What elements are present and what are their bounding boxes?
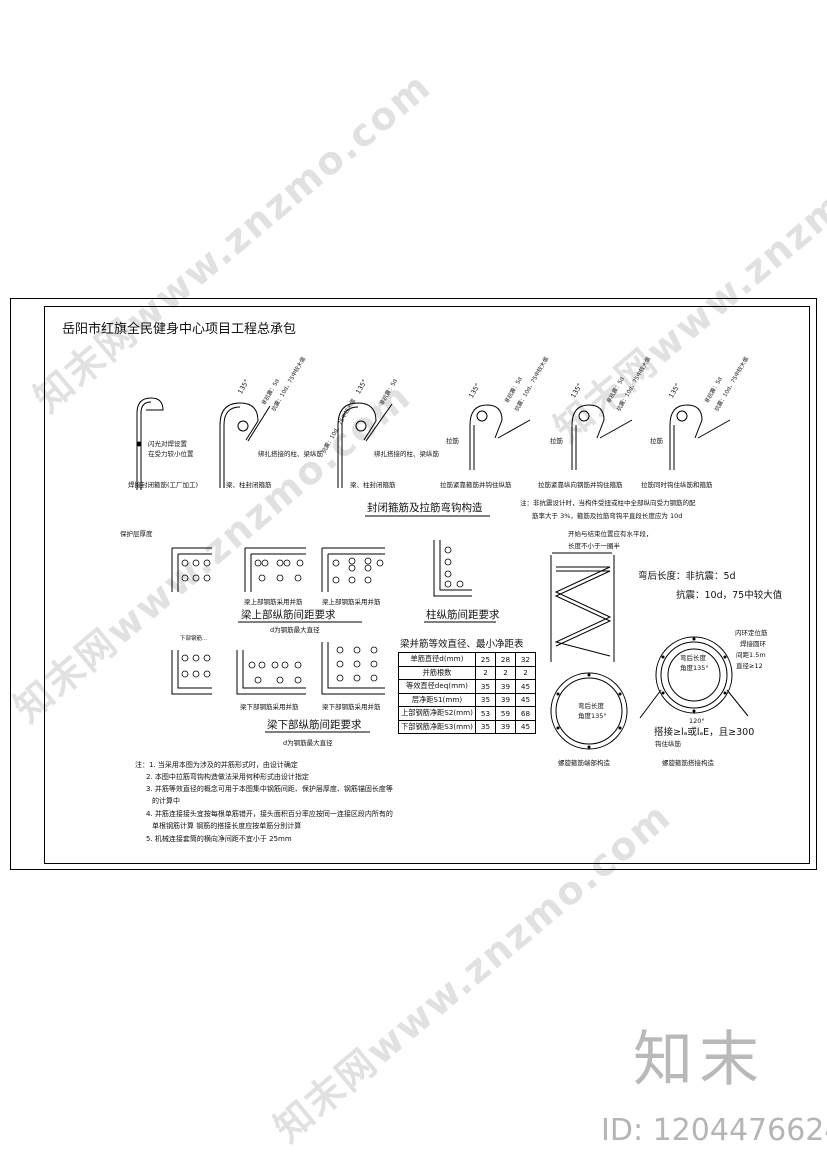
table-cell-label: 上部钢筋净距S2(mm)	[398, 706, 476, 721]
note-line-6: 单根钢筋计算 钢筋的搭接长度应按单筋分别计算	[152, 822, 302, 830]
table-cell: 45	[515, 692, 536, 707]
hook5-side: 拉筋	[650, 437, 663, 445]
note-line-7: 5. 机械连接套筒的横向净间距不宜小于 25mm	[146, 835, 292, 843]
table-cell: 2	[495, 665, 516, 680]
spiral-top-label: 开始与结束位置应有水平段，	[568, 530, 653, 538]
table-cell: 35	[475, 719, 496, 734]
image-id: ID: 1204476624	[601, 1113, 827, 1148]
circle2-angle: 角度135°	[680, 664, 709, 672]
circle2-note3: 间距1.5m	[736, 651, 766, 659]
section-title-beam-top: 梁上部纵筋间距要求	[241, 609, 336, 621]
table-cell: 68	[515, 706, 536, 721]
section-title-beam-bottom: 梁下部纵筋间距要求	[267, 719, 362, 731]
hook1-side: 绑扎搭接的柱、梁纵筋	[258, 450, 323, 458]
section-title-column: 柱纵筋间距要求	[426, 609, 500, 621]
table-cell: 39	[495, 692, 516, 707]
table-cell: 2	[515, 665, 536, 680]
table-cell-label: 层净距S1(mm)	[398, 692, 476, 707]
table-cell: 45	[515, 679, 536, 694]
note-line-4: 的计算中	[152, 797, 180, 805]
spiral-hook-len2: 抗震：10d，75中较大值	[676, 590, 783, 601]
beam-bottom-sub2: 梁下部钢筋采用并筋	[322, 703, 381, 711]
hook1-label: 梁、柱封闭箍筋	[226, 481, 272, 489]
table-cell-label: 等效直径deq(mm)	[398, 679, 476, 694]
table-cell: 45	[515, 719, 536, 734]
note-line-3: 3. 并筋等效直径的概念可用于本图集中钢筋间距、保护层厚度、钢筋锚固长度等	[146, 785, 393, 793]
table-cell: 59	[495, 706, 516, 721]
beam-bottom-tag: 下部钢筋...	[180, 636, 208, 642]
sheet-inner-border	[44, 306, 810, 864]
hook2-side: 绑扎搭接的柱、梁纵筋	[374, 450, 439, 458]
table-cell: 32	[515, 652, 536, 667]
circle2-caption: 螺旋箍筋搭接构造	[662, 759, 714, 767]
table-cell: 25	[475, 652, 496, 667]
hook3-label: 拉筋紧靠箍筋并钩住纵筋	[440, 481, 512, 489]
beam-bottom-caption: d为钢筋最大直径	[283, 739, 333, 747]
note-line-2: 2. 本图中拉筋弯钩构造做法采用何种形式由设计指定	[146, 773, 309, 781]
circle1-caption: 螺旋箍筋端部构造	[558, 759, 610, 767]
circle1-text: 弯后长度	[578, 702, 604, 710]
hook0-note1: 闪光对焊设置	[148, 440, 187, 448]
lap-hook: 钩住纵筋	[655, 740, 681, 748]
hook4-side: 拉筋	[550, 437, 563, 445]
brand-logo: 知末	[633, 1025, 765, 1095]
table-cell: 39	[495, 679, 516, 694]
sheet-outer-border	[10, 298, 817, 870]
table-cell: 35	[475, 692, 496, 707]
table-cell: 35	[475, 679, 496, 694]
table-title: 梁并筋等效直径、最小净距表	[400, 639, 524, 650]
hook2-label: 梁、柱封闭箍筋	[350, 481, 396, 489]
hook4-label: 拉筋紧靠纵向钢筋并钩住箍筋	[538, 481, 623, 489]
hook-note-2: 筋率大于 3%，箍筋及拉筋弯钩平直段长度应为 10d	[532, 512, 683, 520]
circle2-note2: 焊接圆环	[740, 640, 766, 648]
hook3-side: 拉筋	[446, 437, 459, 445]
table-cell: 28	[495, 652, 516, 667]
beam-bottom-sub1: 梁下部钢筋采用并筋	[240, 703, 299, 711]
table-cell-label: 下部钢筋净距S3(mm)	[398, 719, 476, 734]
hook5-label: 拉筋同时钩住纵筋和箍筋	[641, 481, 713, 489]
table-cell: 39	[495, 719, 516, 734]
table-cell-label: 并筋根数	[398, 665, 476, 680]
spiral-top-label2: 长度不小于一圈半	[568, 542, 620, 550]
table-cell-label: 单筋直径d(mm)	[398, 652, 476, 667]
table-cell: 2	[475, 665, 496, 680]
circle1-angle: 角度135°	[578, 712, 607, 720]
beam-top-sub2: 梁上部钢筋采用并筋	[322, 598, 381, 606]
circle2-note1: 内环定位筋	[735, 629, 768, 637]
section-title-hook: 封闭箍筋及拉筋弯钩构造	[367, 502, 483, 514]
circle2-text: 弯后长度	[680, 654, 706, 662]
hook0-label: 焊接封闭箍筋(工厂加工)	[128, 481, 199, 489]
circle2-angle120: 120°	[689, 717, 705, 725]
lap-length: 搭接≥lₐ或lₐE，且≥300	[654, 727, 755, 738]
beam-top-caption: d为钢筋最大直径	[270, 626, 320, 634]
note-line-1: 注：1. 当采用本图为涉及的并筋形式时，由设计确定	[135, 761, 298, 769]
drawing-title: 岳阳市红旗全民健身中心项目工程总承包	[62, 322, 297, 337]
table-cell: 53	[475, 706, 496, 721]
beam-top-sub1: 梁上部钢筋采用并筋	[244, 598, 303, 606]
note-line-5: 4. 并筋连接接头宜按每根单筋错开，接头面积百分率应按同一连接区段内所有的	[146, 810, 393, 818]
hook-note-1: 注：非抗震设计时，当构件受扭或柱中全部纵向受力钢筋的配	[520, 499, 696, 507]
protect-layer-label: 保护层厚度	[120, 530, 153, 538]
hook0-note2: 在受力较小位置	[148, 450, 194, 458]
circle2-note4: 直径≥12	[736, 662, 763, 670]
spiral-hook-len: 弯后长度：非抗震：5d	[638, 571, 736, 582]
